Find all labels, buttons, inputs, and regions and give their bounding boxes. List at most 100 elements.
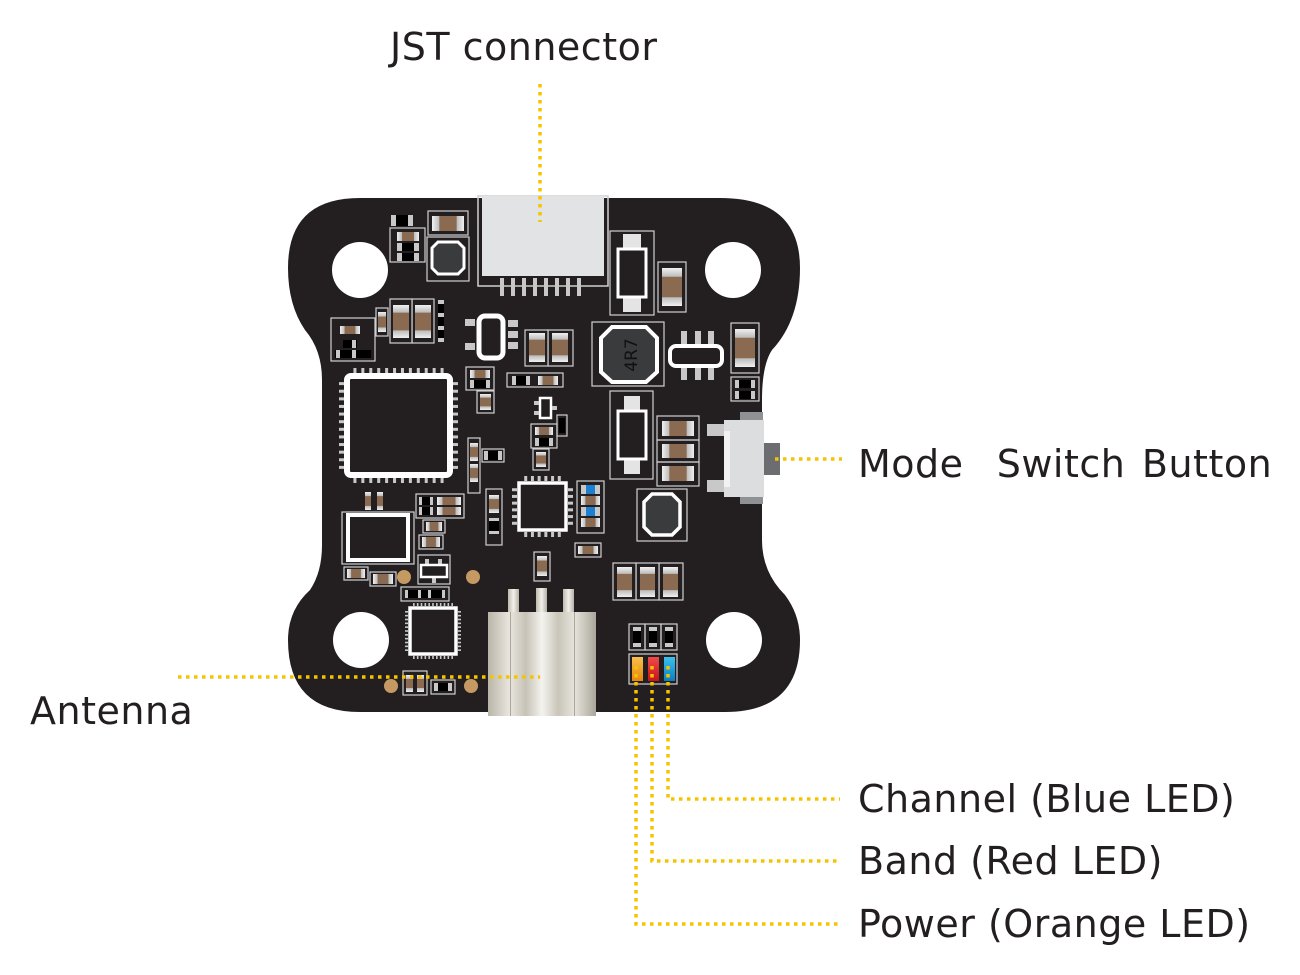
chip-pad <box>439 603 442 606</box>
rf-chip-qfn <box>512 476 605 582</box>
chip-pad <box>568 494 573 498</box>
chip-pad <box>416 603 419 606</box>
via-pad <box>384 679 398 693</box>
chip-pad <box>408 368 412 373</box>
chip-pad <box>405 614 408 617</box>
chip-pad <box>512 494 517 498</box>
chip-pad <box>377 368 381 373</box>
chip-pad <box>339 404 344 408</box>
chip-pad <box>568 515 573 519</box>
jst-pins <box>500 278 581 296</box>
chip-pad <box>453 382 458 386</box>
chip-pad <box>405 618 408 621</box>
chip-pad <box>557 532 561 537</box>
chip-pad <box>458 622 461 625</box>
chip-pad <box>416 478 420 483</box>
chip-pad <box>568 501 573 505</box>
chip-pad <box>512 488 517 492</box>
chip-pad <box>393 368 397 373</box>
chip-pad <box>530 532 534 537</box>
inductor-marking: 4R7 <box>622 338 642 371</box>
chip-pad <box>420 656 423 659</box>
chip-pad <box>453 389 458 393</box>
main-chip-qfn <box>339 368 458 483</box>
chip-pad <box>339 389 344 393</box>
chip-pad <box>453 458 458 462</box>
chip-pad <box>424 478 428 483</box>
chip-pad <box>353 368 357 373</box>
chip-pad <box>439 656 442 659</box>
chip-pad <box>405 641 408 644</box>
antenna-connector <box>488 588 596 716</box>
mode-switch-button[interactable] <box>707 412 780 504</box>
chip-pad <box>443 656 446 659</box>
chip-pad <box>377 478 381 483</box>
chip-pad <box>453 427 458 431</box>
smd-components-right <box>609 390 700 601</box>
chip-pad <box>369 478 373 483</box>
chip-pad <box>385 478 389 483</box>
chip-pad <box>436 603 438 606</box>
chip-pad <box>453 443 458 447</box>
leader-power <box>634 666 840 926</box>
chip-pad <box>339 465 344 469</box>
chip-pad <box>405 637 408 640</box>
chip-pad <box>544 476 548 481</box>
chip-pad <box>405 649 408 651</box>
inductor-4r7 <box>599 325 659 384</box>
chip-pad <box>537 532 541 537</box>
chip-pad <box>413 656 415 659</box>
chip-pad <box>458 645 461 648</box>
chip-pad <box>458 637 461 640</box>
chip-pad <box>453 420 458 424</box>
chip-pad <box>436 656 438 659</box>
chip-pad <box>530 476 534 481</box>
chip-pad <box>458 626 461 628</box>
chip-pad <box>453 465 458 469</box>
chip-pad <box>568 488 573 492</box>
chip-pad <box>339 443 344 447</box>
label-mode-switch-button: Mode Switch Button <box>858 442 1273 486</box>
chip-pad <box>440 368 444 373</box>
chip-pad <box>512 508 517 512</box>
mounting-hole-bottom-right <box>706 612 762 668</box>
chip-pad <box>568 508 573 512</box>
chip-pad <box>458 611 461 613</box>
chip-pad <box>453 404 458 408</box>
chip-pad <box>458 649 461 651</box>
leader-band <box>650 666 840 863</box>
chip-pad <box>447 603 450 606</box>
chip-pad <box>568 521 573 525</box>
chip-pad <box>408 478 412 483</box>
leader-lines <box>178 84 842 926</box>
chip-pad <box>353 478 357 483</box>
chip-pad <box>458 634 461 636</box>
label-power-led: Power (Orange LED) <box>858 902 1251 946</box>
inductor-small-bottom <box>642 492 682 537</box>
chip-pad <box>339 420 344 424</box>
chip-pad <box>557 476 561 481</box>
chip-pad <box>413 603 415 606</box>
chip-pad <box>458 630 461 632</box>
chip-pad <box>458 641 461 644</box>
mounting-hole-bottom-left <box>333 612 389 668</box>
chip-pad <box>405 626 408 628</box>
smd-components-middle <box>341 396 568 602</box>
smd-components-top-left <box>330 210 518 362</box>
mounting-hole-top-right <box>705 242 761 298</box>
chip-pad <box>512 515 517 519</box>
chip-pad <box>432 368 436 373</box>
chip-pad <box>424 656 427 659</box>
chip-pad <box>339 382 344 386</box>
chip-pad <box>339 412 344 416</box>
jst-connector <box>477 195 609 296</box>
chip-pad <box>428 603 430 606</box>
chip-pad <box>453 397 458 401</box>
chip-pad <box>447 656 450 659</box>
chip-pad <box>458 618 461 621</box>
chip-pad <box>361 368 365 373</box>
chip-pad <box>428 656 430 659</box>
label-antenna: Antenna <box>30 689 194 733</box>
chip-pad <box>405 622 408 625</box>
